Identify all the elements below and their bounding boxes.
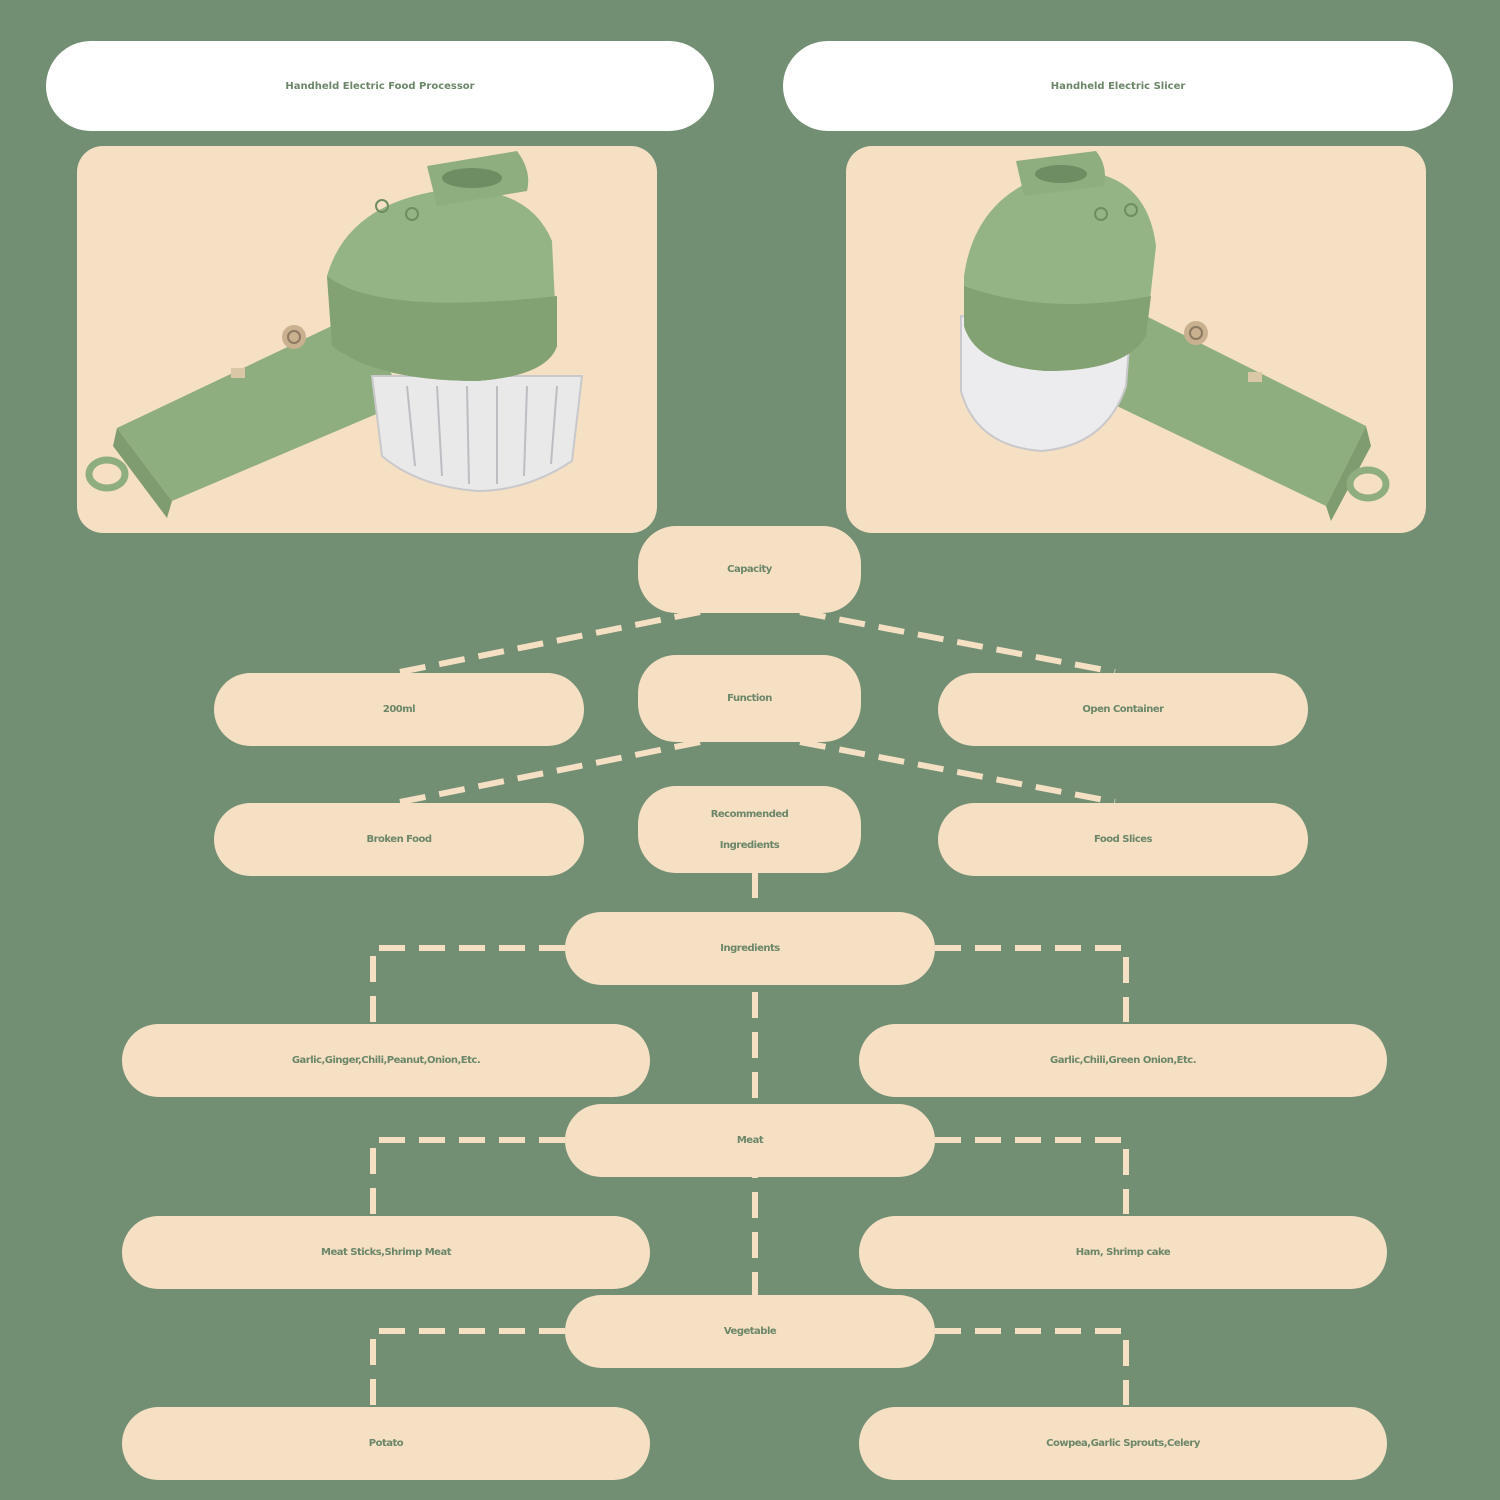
node-meat-label: Meat	[736, 1135, 764, 1146]
node-recommended-line2: Ingredients	[719, 839, 780, 851]
node-ingredients-right-label: Garlic,Chili,Green Onion,Etc.	[1050, 1055, 1197, 1066]
node-ingredients-right: Garlic,Chili,Green Onion,Etc.	[859, 1024, 1387, 1097]
node-meat-right: Ham, Shrimp cake	[859, 1216, 1387, 1289]
node-meat-left: Meat Sticks,Shrimp Meat	[122, 1216, 650, 1289]
node-function-label: Function	[727, 693, 772, 704]
slicer-illustration	[960, 151, 1390, 521]
node-function-right-label: Food Slices	[1093, 834, 1153, 845]
title-right-text: Handheld Electric Slicer	[1050, 80, 1186, 92]
connector-ingredients-left	[370, 945, 565, 1022]
node-meat: Meat	[565, 1104, 935, 1177]
node-vegetable: Vegetable	[565, 1295, 935, 1368]
title-left: Handheld Electric Food Processor	[46, 41, 714, 131]
node-recommended-line1: Recommended	[710, 808, 789, 820]
node-function-right: Food Slices	[938, 803, 1308, 876]
node-vegetable-right: Cowpea,Garlic Sprouts,Celery	[859, 1407, 1387, 1480]
node-ingredients: Ingredients	[565, 912, 935, 985]
food-processor-illustration	[85, 151, 584, 518]
title-left-text: Handheld Electric Food Processor	[285, 80, 475, 92]
node-capacity-left-label: 200ml	[382, 704, 416, 715]
connector-meat-left	[370, 1137, 565, 1214]
node-vegetable-left-label: Potato	[368, 1438, 404, 1449]
node-recommended-ingredients: Recommended Ingredients	[638, 786, 861, 873]
connector-vegetable-left	[370, 1328, 565, 1405]
title-right: Handheld Electric Slicer	[783, 41, 1453, 131]
node-function-left-label: Broken Food	[366, 834, 432, 845]
slicer-photo	[846, 146, 1426, 533]
connector-vegetable-right	[935, 1328, 1129, 1405]
node-vegetable-label: Vegetable	[723, 1326, 777, 1337]
connector-meat-right	[935, 1137, 1129, 1214]
node-meat-left-label: Meat Sticks,Shrimp Meat	[321, 1247, 451, 1258]
node-ingredients-label: Ingredients	[720, 943, 780, 954]
node-capacity: Capacity	[638, 526, 861, 613]
connector-capacity-right	[799, 609, 1116, 675]
node-function-left: Broken Food	[214, 803, 584, 876]
node-meat-right-label: Ham, Shrimp cake	[1075, 1247, 1171, 1258]
connector-function-left	[399, 739, 701, 805]
node-ingredients-left-label: Garlic,Ginger,Chili,Peanut,Onion,Etc.	[291, 1055, 481, 1066]
connector-ingredients-right	[935, 945, 1129, 1022]
connector-capacity-left	[399, 609, 701, 675]
node-capacity-label: Capacity	[727, 564, 772, 575]
node-capacity-right-label: Open Container	[1082, 704, 1164, 715]
node-capacity-left: 200ml	[214, 673, 584, 746]
node-function: Function	[638, 655, 861, 742]
node-vegetable-right-label: Cowpea,Garlic Sprouts,Celery	[1046, 1438, 1200, 1449]
node-capacity-right: Open Container	[938, 673, 1308, 746]
food-processor-photo	[77, 146, 657, 533]
node-ingredients-left: Garlic,Ginger,Chili,Peanut,Onion,Etc.	[122, 1024, 650, 1097]
node-vegetable-left: Potato	[122, 1407, 650, 1480]
connector-function-right	[799, 739, 1116, 805]
